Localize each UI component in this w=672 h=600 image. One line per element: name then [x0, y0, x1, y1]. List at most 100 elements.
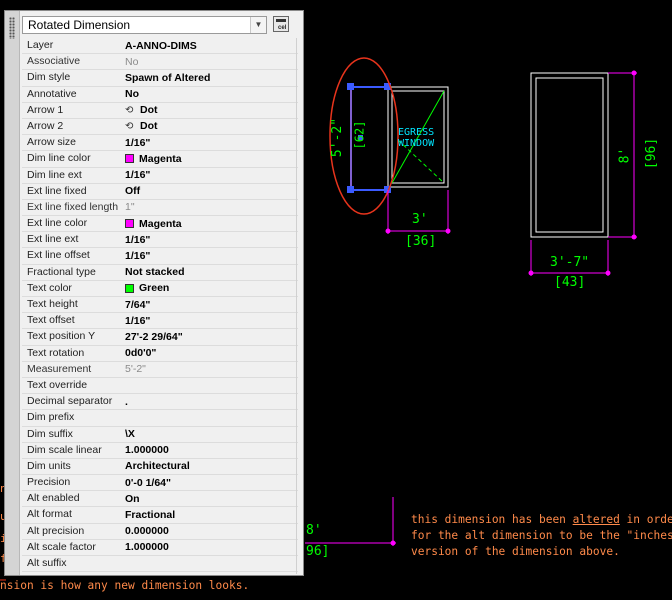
bottom-note-line[interactable]: nsion is how any new dimension looks.: [0, 579, 250, 592]
property-value-cell[interactable]: Green: [125, 281, 169, 296]
bottom-8ft-text[interactable]: 8': [306, 523, 322, 538]
property-value-cell[interactable]: 27'-2 29/64": [125, 329, 183, 344]
palette-grip-bar[interactable]: [5, 11, 20, 575]
property-row[interactable]: Dim prefix: [22, 410, 298, 427]
bottom-96-text[interactable]: 96]: [306, 544, 330, 559]
property-value-cell[interactable]: 1/16": [125, 313, 150, 328]
property-value-cell[interactable]: Off: [125, 184, 140, 199]
property-row[interactable]: Dim suffix\X: [22, 427, 298, 443]
window-label-1[interactable]: EGRESS: [398, 127, 435, 138]
property-row[interactable]: Ext line color Magenta: [22, 216, 298, 233]
property-value-cell[interactable]: Not stacked: [125, 265, 185, 280]
grip-bottom-right[interactable]: [384, 186, 391, 193]
dim-43-text[interactable]: [43]: [554, 275, 586, 290]
dot-arrow-icon: ⟲: [125, 120, 134, 132]
property-row[interactable]: Alt suffix: [22, 556, 298, 573]
dim-3ft7-text[interactable]: 3'-7": [550, 255, 590, 270]
grip-top-right[interactable]: [384, 83, 391, 90]
property-value-cell[interactable]: 5'-2": [125, 362, 146, 377]
opening-rectangle[interactable]: [530, 72, 609, 238]
property-value-cell[interactable]: 0.000000: [125, 524, 169, 539]
property-value-cell[interactable]: ⟲Dot: [125, 103, 158, 118]
dimension-8ft[interactable]: [608, 70, 637, 240]
dimension-bottom-partial[interactable]: [305, 497, 396, 546]
dim-36-text[interactable]: [36]: [405, 234, 437, 249]
property-value-cell[interactable]: 1/16": [125, 232, 150, 247]
left-dim-primary-text[interactable]: 5'-2": [330, 117, 346, 158]
dimension-3ft7[interactable]: [528, 240, 611, 276]
property-row[interactable]: Arrow 2⟲Dot: [22, 119, 298, 136]
grip-top-left[interactable]: [347, 83, 354, 90]
property-value-cell[interactable]: 1/16": [125, 248, 150, 263]
property-value-cell[interactable]: 1.000000: [125, 443, 169, 458]
dim-8ft-text[interactable]: 8': [617, 147, 633, 164]
property-value-cell[interactable]: \X: [125, 427, 135, 442]
window-label-2[interactable]: WINDOW: [398, 138, 435, 149]
property-value-cell[interactable]: No: [125, 87, 139, 102]
property-label: Ext line color: [27, 217, 88, 230]
property-value-cell[interactable]: 1": [125, 200, 135, 215]
grip-text[interactable]: [358, 135, 363, 140]
property-value-cell[interactable]: 0'-0 1/64": [125, 475, 171, 490]
egress-window[interactable]: [387, 86, 449, 188]
dimension-3ft[interactable]: [385, 190, 451, 234]
property-value-cell[interactable]: Fractional: [125, 507, 175, 522]
property-value-cell[interactable]: No: [125, 54, 138, 69]
property-value-cell[interactable]: 1/16": [125, 168, 150, 183]
property-row[interactable]: Decimal separator.: [22, 394, 298, 411]
property-value-cell[interactable]: A-ANNO-DIMS: [125, 38, 197, 53]
object-type-dropdown[interactable]: Rotated Dimension ▼: [22, 16, 267, 34]
chevron-down-icon[interactable]: ▼: [250, 17, 266, 33]
note-line-1[interactable]: this dimension has been altered in order: [411, 513, 672, 526]
note-line-2[interactable]: for the alt dimension to be the "inches": [411, 529, 672, 542]
property-list-scrollbar[interactable]: [296, 38, 297, 574]
dim-3ft-text[interactable]: 3': [412, 212, 428, 227]
property-value-cell[interactable]: 7/64": [125, 297, 150, 312]
dim-96-text[interactable]: [96]: [644, 137, 660, 170]
property-value-cell[interactable]: On: [125, 491, 140, 506]
property-value-cell[interactable]: Magenta: [125, 216, 182, 231]
property-value-cell[interactable]: Architectural: [125, 459, 190, 474]
property-value-cell[interactable]: .: [125, 394, 128, 409]
property-value-cell[interactable]: 1/16": [125, 135, 150, 150]
property-value-cell[interactable]: 1.000000: [125, 540, 169, 555]
quick-select-button[interactable]: cel: [273, 16, 289, 32]
property-row[interactable]: Arrow 1⟲Dot: [22, 103, 298, 119]
grip-bottom-left[interactable]: [347, 186, 354, 193]
property-row[interactable]: Text override: [22, 378, 298, 395]
property-value-cell[interactable]: Spawn of Altered: [125, 70, 210, 85]
property-value-cell[interactable]: 0d0'0": [125, 346, 156, 361]
left-dim-alt-text[interactable]: [62]: [352, 120, 367, 150]
selected-dimension[interactable]: [347, 83, 391, 193]
property-value-cell[interactable]: Magenta: [125, 151, 182, 166]
note-line-3[interactable]: version of the dimension above.: [411, 545, 620, 558]
property-value-cell[interactable]: ⟲Dot: [125, 119, 158, 134]
